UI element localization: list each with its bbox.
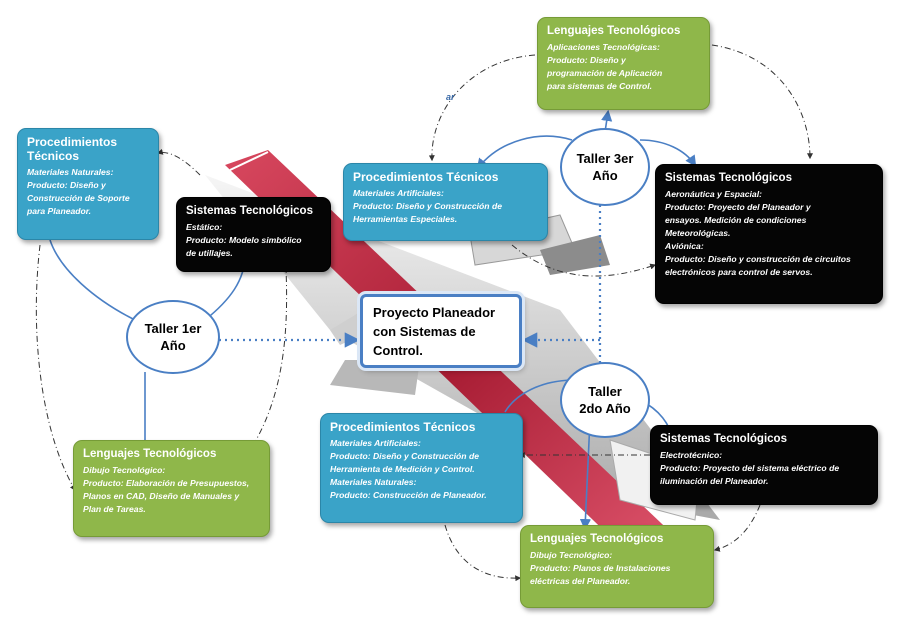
proc2-line-1: Producto: Diseño y Construcción de bbox=[330, 451, 479, 461]
sist3-line-4: Aviónica: bbox=[665, 241, 704, 251]
proc1-box: Procedimientos Técnicos Materiales Natur… bbox=[17, 128, 159, 240]
leng1-line-0: Dibujo Tecnológico: bbox=[83, 465, 166, 475]
proc2-title: Procedimientos Técnicos bbox=[330, 420, 476, 434]
sist3-title: Sistemas Tecnológicos bbox=[665, 172, 792, 184]
leng2-line-2: eléctricas del Planeador. bbox=[530, 576, 631, 586]
leng3-box: Lenguajes Tecnológicos Aplicaciones Tecn… bbox=[537, 17, 710, 110]
proc2-box: Procedimientos Técnicos Materiales Artif… bbox=[320, 413, 523, 523]
proc2-line-0: Materiales Artificiales: bbox=[330, 438, 421, 448]
sist3-line-3: Meteorológicas. bbox=[665, 228, 731, 238]
leng1-line-1: Producto: Elaboración de Presupuestos, bbox=[83, 478, 250, 488]
proc2-line-4: Producto: Construcción de Planeador. bbox=[330, 490, 487, 500]
leng1-line-3: Plan de Tareas. bbox=[83, 504, 146, 514]
sist2-box: Sistemas Tecnológicos Electrotécnico: Pr… bbox=[650, 425, 878, 505]
central-project-title: Proyecto Planeador con Sistemas de Contr… bbox=[373, 305, 496, 358]
taller-3-circle: Taller 3er Año bbox=[560, 128, 650, 206]
sist3-box: Sistemas Tecnológicos Aeronáutica y Espa… bbox=[655, 164, 883, 304]
proc1-line-2: Construcción de Soporte bbox=[27, 193, 130, 203]
sist3-line-6: electrónicos para control de servos. bbox=[665, 267, 813, 277]
leng2-box: Lenguajes Tecnológicos Dibujo Tecnológic… bbox=[520, 525, 714, 608]
central-project-box: Proyecto Planeador con Sistemas de Contr… bbox=[360, 294, 522, 368]
proc1-title: Procedimientos Técnicos bbox=[27, 135, 118, 163]
sist1-line-2: de utillajes. bbox=[186, 248, 233, 258]
curve-t3-sist3 bbox=[639, 139, 697, 167]
taller-2-circle: Taller 2do Año bbox=[560, 362, 650, 438]
proc1-line-0: Materiales Naturales: bbox=[27, 167, 114, 177]
sist1-title: Sistemas Tecnológicos bbox=[186, 205, 313, 217]
sist2-line-0: Electrotécnico: bbox=[660, 450, 723, 460]
leng1-line-2: Planos en CAD, Diseño de Manuales y bbox=[83, 491, 240, 501]
leng3-line-0: Aplicaciones Tecnológicas: bbox=[547, 42, 660, 52]
leng3-line-1: Producto: Diseño y bbox=[547, 55, 626, 65]
curve-t3-proc3 bbox=[476, 135, 573, 170]
sist3-line-1: Producto: Proyecto del Planeador y bbox=[665, 202, 811, 212]
proc3-line-2: Herramientas Especiales. bbox=[353, 214, 458, 224]
leng2-line-0: Dibujo Tecnológico: bbox=[530, 550, 613, 560]
proc3-title: Procedimientos Técnicos bbox=[353, 170, 499, 184]
taller-3-label: Taller 3er Año bbox=[576, 151, 634, 183]
proc3-line-1: Producto: Diseño y Construcción de bbox=[353, 201, 502, 211]
leng2-line-1: Producto: Planos de Instalaciones bbox=[530, 563, 671, 573]
taller-1-circle: Taller 1er Año bbox=[126, 300, 220, 374]
line-t2-leng2 bbox=[579, 419, 592, 531]
leng3-title: Lenguajes Tecnológicos bbox=[547, 25, 681, 37]
sist3-line-5: Producto: Diseño y construcción de circu… bbox=[665, 254, 851, 264]
sist3-line-0: Aeronáutica y Espacial: bbox=[665, 189, 762, 199]
sist1-box: Sistemas Tecnológicos Estático: Producto… bbox=[176, 197, 331, 272]
sist1-line-1: Producto: Modelo simbólico bbox=[186, 235, 302, 245]
taller-1-label: Taller 1er Año bbox=[144, 321, 202, 353]
curve-t1-proc1 bbox=[49, 239, 136, 321]
sist2-line-1: Producto: Proyecto del sistema eléctrico… bbox=[660, 463, 840, 473]
proc2-line-3: Materiales Naturales: bbox=[330, 477, 417, 487]
sist2-line-2: iluminación del Planeador. bbox=[660, 476, 769, 486]
leng3-line-2: programación de Aplicación bbox=[547, 68, 663, 78]
sist2-title: Sistemas Tecnológicos bbox=[660, 433, 787, 445]
leng1-box: Lenguajes Tecnológicos Dibujo Tecnológic… bbox=[73, 440, 270, 537]
proc3-box: Procedimientos Técnicos Materiales Artif… bbox=[343, 163, 548, 241]
taller-2-label: Taller 2do Año bbox=[579, 384, 631, 416]
proc1-line-1: Producto: Diseño y bbox=[27, 180, 106, 190]
leng3-line-3: para sistemas de Control. bbox=[547, 81, 653, 91]
leng1-title: Lenguajes Tecnológicos bbox=[83, 448, 217, 460]
sist1-line-0: Estático: bbox=[186, 222, 223, 232]
proc3-line-0: Materiales Artificiales: bbox=[353, 188, 444, 198]
proc1-line-3: para Planeador. bbox=[27, 206, 92, 216]
stray-mark: ar bbox=[446, 92, 455, 102]
leng2-title: Lenguajes Tecnológicos bbox=[530, 533, 664, 545]
sist3-line-2: ensayos. Medición de condiciones bbox=[665, 215, 807, 225]
proc2-line-2: Herramienta de Medición y Control. bbox=[330, 464, 475, 474]
